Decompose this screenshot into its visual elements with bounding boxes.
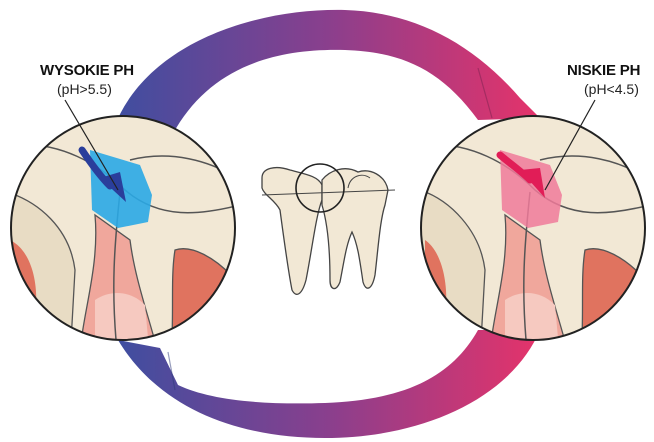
top-cycle-arrow xyxy=(115,10,540,130)
high-ph-subtitle: (pH>5.5) xyxy=(57,81,112,97)
high-ph-title: WYSOKIE PH xyxy=(40,62,134,79)
two-teeth-icon xyxy=(262,164,395,294)
left-tooth-closeup xyxy=(0,100,250,360)
low-ph-subtitle: (pH<4.5) xyxy=(584,81,639,97)
low-ph-title: NISKIE PH xyxy=(567,62,640,79)
right-tooth-closeup xyxy=(420,100,654,360)
bottom-cycle-arrow xyxy=(118,330,540,438)
